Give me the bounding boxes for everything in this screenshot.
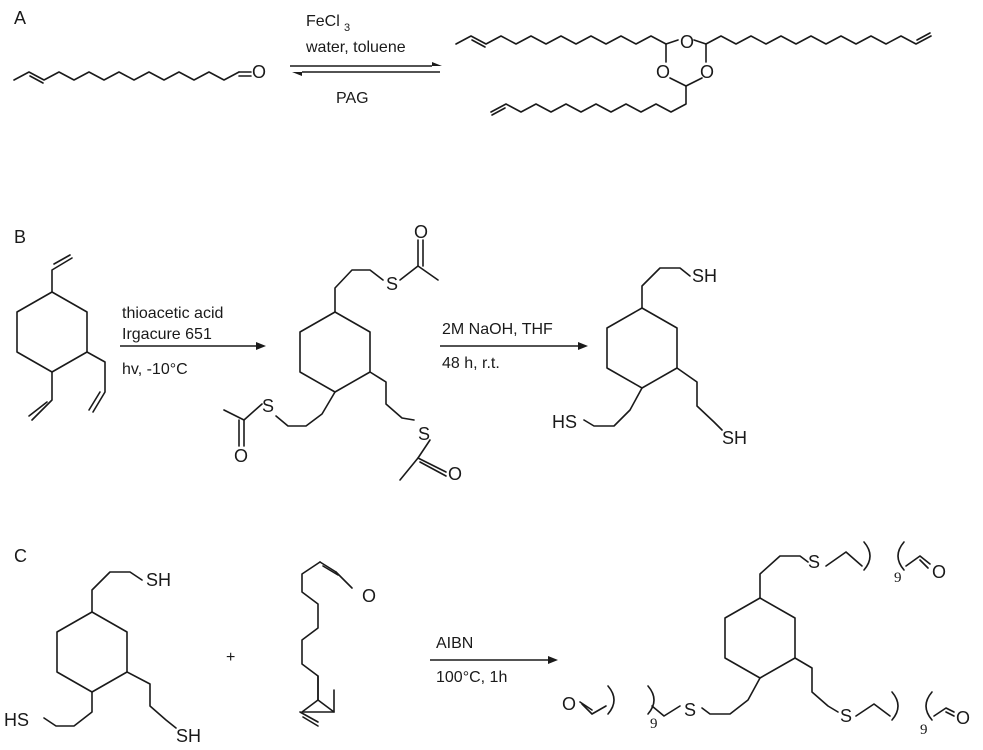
reagent-pag: PAG <box>336 90 369 107</box>
panel-c: C SH SH HS + O AIBN 100°C, <box>4 541 970 746</box>
product-sulfur-3: S <box>840 706 852 726</box>
aldehyde-c-oxygen: O <box>362 586 376 606</box>
thioester-oxygen-2: O <box>234 446 248 466</box>
thiol-c-sh-1: SH <box>146 570 171 590</box>
reagent-48h: 48 h, r.t. <box>442 355 500 372</box>
trithiol-structure-b: SH SH HS <box>552 266 747 448</box>
thiol-sh-2: HS <box>552 412 577 432</box>
thiol-c-sh-3: SH <box>176 726 201 746</box>
reagent-water-toluene: water, toluene <box>305 39 406 56</box>
reagent-hv: hv, -10°C <box>122 361 188 378</box>
ring-oxygen-left: O <box>656 62 670 82</box>
trithioacetate-structure: O S O S O S <box>223 222 462 484</box>
aldehyde-oxygen: O <box>252 62 266 82</box>
panel-b-label: B <box>14 227 26 247</box>
plus-sign: + <box>226 649 235 666</box>
ring-oxygen-right: O <box>700 62 714 82</box>
product-sulfur-2: S <box>684 700 696 720</box>
thioester-sulfur-3: S <box>418 424 430 444</box>
product-sulfur-1: S <box>808 552 820 572</box>
thioester-sulfur-2: S <box>262 396 274 416</box>
repeat-index-2: 9 <box>650 716 658 732</box>
trioxane-structure: O O O <box>455 32 932 116</box>
reagent-100c: 100°C, 1h <box>436 669 507 686</box>
trithiol-structure-c: SH SH HS <box>4 570 201 746</box>
reagent-fecl3-subscript: 3 <box>344 22 350 34</box>
product-oxygen-3: O <box>956 708 970 728</box>
thiol-c-sh-2: HS <box>4 710 29 730</box>
undecenal-structure: O <box>13 62 266 84</box>
reagent-thioacetic-acid: thioacetic acid <box>122 305 223 322</box>
repeat-index-3: 9 <box>920 722 928 738</box>
equilibrium-arrows <box>290 62 442 76</box>
thioester-oxygen-3: O <box>448 464 462 484</box>
reagent-naoh-thf: 2M NaOH, THF <box>442 321 553 338</box>
trivinylcyclohexane-structure <box>16 254 106 421</box>
ring-oxygen-top: O <box>680 32 694 52</box>
panel-b: B thioacetic acid Irgacure 651 hv, -10°C… <box>14 222 747 484</box>
thioester-sulfur-1: S <box>386 274 398 294</box>
product-oxygen-2: O <box>562 694 576 714</box>
product-oxygen-1: O <box>932 562 946 582</box>
reagent-irgacure: Irgacure 651 <box>122 326 212 343</box>
thiol-sh-1: SH <box>692 266 717 286</box>
reagent-aibn: AIBN <box>436 635 473 652</box>
thioester-oxygen-1: O <box>414 222 428 242</box>
reagent-fecl3: FeCl <box>306 13 340 30</box>
panel-c-label: C <box>14 546 27 566</box>
panel-a-label: A <box>14 8 26 28</box>
tri-aldehyde-product-structure: S 9 O S 9 O S 9 O <box>562 541 970 738</box>
undecenal-vertical-structure <box>299 561 353 727</box>
repeat-index-1: 9 <box>894 570 902 586</box>
thiol-sh-3: SH <box>722 428 747 448</box>
panel-a: A O FeCl 3 water, toluene PAG <box>13 8 932 116</box>
